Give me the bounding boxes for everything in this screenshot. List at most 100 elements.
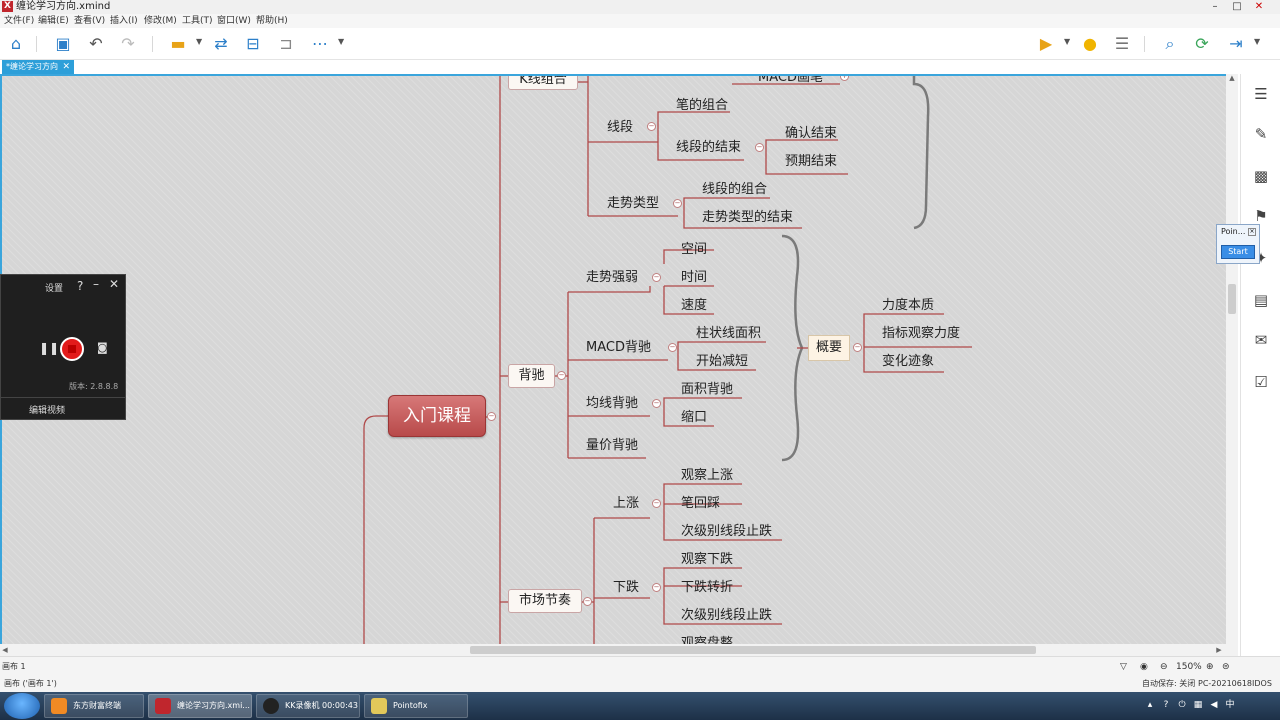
topic-lidu-benzhi[interactable]: 力度本质: [882, 298, 935, 313]
start-button[interactable]: [4, 693, 40, 719]
scroll-left-icon[interactable]: ◀: [2, 646, 8, 654]
horizontal-scroll-thumb[interactable]: [470, 646, 1036, 654]
collapse-toggle-icon[interactable]: −: [583, 597, 592, 606]
collapse-toggle-icon[interactable]: −: [652, 273, 661, 282]
topic-sudu[interactable]: 速度: [681, 298, 708, 313]
collapse-toggle-icon[interactable]: −: [853, 343, 862, 352]
network-icon[interactable]: ▦: [1193, 700, 1203, 710]
scroll-up-icon[interactable]: ▲: [1229, 74, 1235, 82]
minimize-button[interactable]: –: [1212, 1, 1218, 12]
minimize-icon[interactable]: –: [93, 277, 99, 291]
topic-cijibie-zhidie-2[interactable]: 次级别线段止跌: [681, 608, 773, 623]
topic-icon[interactable]: ▬: [170, 34, 186, 53]
export-icon[interactable]: ⇥: [1229, 34, 1243, 53]
pause-icon[interactable]: ❚❚: [39, 341, 60, 355]
taskbar-item-eastmoney[interactable]: 东方财富终端: [44, 694, 144, 718]
fit-icon[interactable]: ⊜: [1222, 662, 1230, 672]
taskbar-item-xmind[interactable]: 缠论学习方向.xmi...: [148, 694, 252, 718]
chevron-down-icon[interactable]: ▼: [1254, 37, 1261, 46]
maximize-button[interactable]: □: [1232, 1, 1242, 12]
notes-icon[interactable]: ▤: [1253, 291, 1269, 309]
image-icon[interactable]: ▩: [1253, 167, 1269, 185]
power-icon[interactable]: ⏻: [1178, 700, 1186, 710]
tray-arrow-icon[interactable]: ▴: [1147, 700, 1153, 710]
scroll-right-icon[interactable]: ▶: [1216, 646, 1222, 654]
presentation-icon[interactable]: ▶: [1039, 34, 1053, 53]
recorder-settings[interactable]: 设置: [45, 284, 64, 294]
topic-bi-zuhe[interactable]: 笔的组合: [676, 98, 729, 113]
tab-mindmap[interactable]: *缠论学习方向 ✕: [2, 60, 74, 74]
vertical-scrollbar[interactable]: ▲ ▼: [1226, 74, 1238, 656]
collapse-toggle-icon[interactable]: −: [647, 122, 656, 131]
topic-yuqi-jieshu[interactable]: 预期结束: [785, 154, 838, 169]
vertical-scroll-thumb[interactable]: [1228, 284, 1236, 314]
topic-macd-beichi[interactable]: MACD背驰: [586, 340, 651, 355]
filter-icon[interactable]: ▽: [1120, 662, 1127, 672]
root-topic[interactable]: 入门课程: [388, 395, 486, 437]
taskbar-item-pointofix[interactable]: Pointofix: [364, 694, 468, 718]
collapse-toggle-icon[interactable]: −: [652, 583, 661, 592]
topic-shichang-jiezou[interactable]: 市场节奏: [508, 589, 582, 613]
share-icon[interactable]: ⟳: [1195, 34, 1209, 53]
topic-macd-pen[interactable]: MACD画笔: [758, 74, 823, 85]
summary-icon[interactable]: ⊐: [279, 34, 293, 53]
camera-icon[interactable]: ◙: [97, 341, 108, 354]
close-icon[interactable]: ✕: [62, 62, 70, 72]
view-eye-icon[interactable]: ◉: [1140, 662, 1148, 672]
topic-mianji-beichi[interactable]: 面积背驰: [681, 382, 734, 397]
collapse-toggle-icon[interactable]: −: [487, 412, 496, 421]
menu-edit[interactable]: 编辑(E): [38, 16, 69, 26]
topic-queren-jieshu[interactable]: 确认结束: [785, 126, 838, 141]
chevron-down-icon[interactable]: ▼: [196, 37, 203, 46]
menu-modify[interactable]: 修改(M): [144, 16, 177, 26]
mindmap-canvas[interactable]: 入门课程 − K线组合 MACD画笔 + 线段 − 笔的组合 线段的结束 − 确…: [0, 74, 1238, 656]
chevron-down-icon[interactable]: ▼: [1064, 37, 1071, 46]
topic-bi-huicai[interactable]: 笔回踩: [681, 496, 721, 511]
comments-icon[interactable]: ✉: [1254, 331, 1268, 349]
menu-insert[interactable]: 插入(I): [110, 16, 138, 26]
format-brush-icon[interactable]: ✎: [1254, 125, 1268, 143]
marker-flag-icon[interactable]: ⚑: [1254, 207, 1268, 225]
menu-tools[interactable]: 工具(T): [182, 16, 213, 26]
summary-topic[interactable]: 概要: [808, 335, 850, 361]
topic-guancha-shangzhang[interactable]: 观察上涨: [681, 468, 734, 483]
relationship-icon[interactable]: ⇄: [214, 34, 228, 53]
topic-zoushi-qiangruo[interactable]: 走势强弱: [586, 270, 639, 285]
menu-window[interactable]: 窗口(W): [217, 16, 251, 26]
topic-xianduan-jieshu[interactable]: 线段的结束: [676, 140, 742, 155]
recorder-help[interactable]: ?: [77, 279, 84, 293]
ime-icon[interactable]: 中: [1225, 700, 1235, 710]
volume-icon[interactable]: ◀: [1210, 700, 1218, 710]
help-icon[interactable]: ?: [1163, 700, 1169, 710]
topic-xianduan[interactable]: 线段: [607, 120, 634, 135]
search-icon[interactable]: ⌕: [1165, 34, 1175, 53]
taskbar-item-kk-recorder[interactable]: KK录像机 00:00:43: [256, 694, 360, 718]
horizontal-scrollbar[interactable]: ◀ ▶: [0, 644, 1238, 656]
collapse-toggle-icon[interactable]: −: [652, 499, 661, 508]
menu-help[interactable]: 帮助(H): [256, 16, 288, 26]
zoom-out-icon[interactable]: ⊖: [1160, 662, 1168, 672]
topic-xiadie[interactable]: 下跌: [613, 580, 640, 595]
topic-kaishi-jianduan[interactable]: 开始减短: [696, 354, 749, 369]
task-icon[interactable]: ☑: [1254, 373, 1268, 391]
menu-file[interactable]: 文件(F): [4, 16, 35, 26]
topic-guancha-xiadie[interactable]: 观察下跌: [681, 552, 734, 567]
topic-suokou[interactable]: 缩口: [681, 410, 708, 425]
topic-zoushi-leixing[interactable]: 走势类型: [607, 196, 660, 211]
chevron-down-icon[interactable]: ▼: [338, 37, 345, 46]
topic-kxian[interactable]: K线组合: [508, 76, 578, 90]
zoom-in-icon[interactable]: ⊕: [1206, 662, 1214, 672]
boundary-icon[interactable]: ⊟: [246, 34, 260, 53]
topic-zhibiao[interactable]: 指标观察力度: [882, 326, 961, 341]
topic-bianhua[interactable]: 变化迹象: [882, 354, 935, 369]
collapse-toggle-icon[interactable]: −: [755, 143, 764, 152]
topic-beichi[interactable]: 背驰: [508, 364, 555, 388]
topic-kongjian[interactable]: 空间: [681, 242, 708, 257]
outline-icon[interactable]: ☰: [1114, 34, 1130, 53]
topic-shangzhang[interactable]: 上涨: [613, 496, 640, 511]
topic-cijibie-zhidie-1[interactable]: 次级别线段止跌: [681, 524, 773, 539]
outline-panel-icon[interactable]: ☰: [1254, 85, 1268, 103]
collapse-toggle-icon[interactable]: −: [668, 343, 677, 352]
more-icon[interactable]: ⋯: [312, 34, 328, 53]
expand-toggle-icon[interactable]: +: [840, 74, 849, 81]
